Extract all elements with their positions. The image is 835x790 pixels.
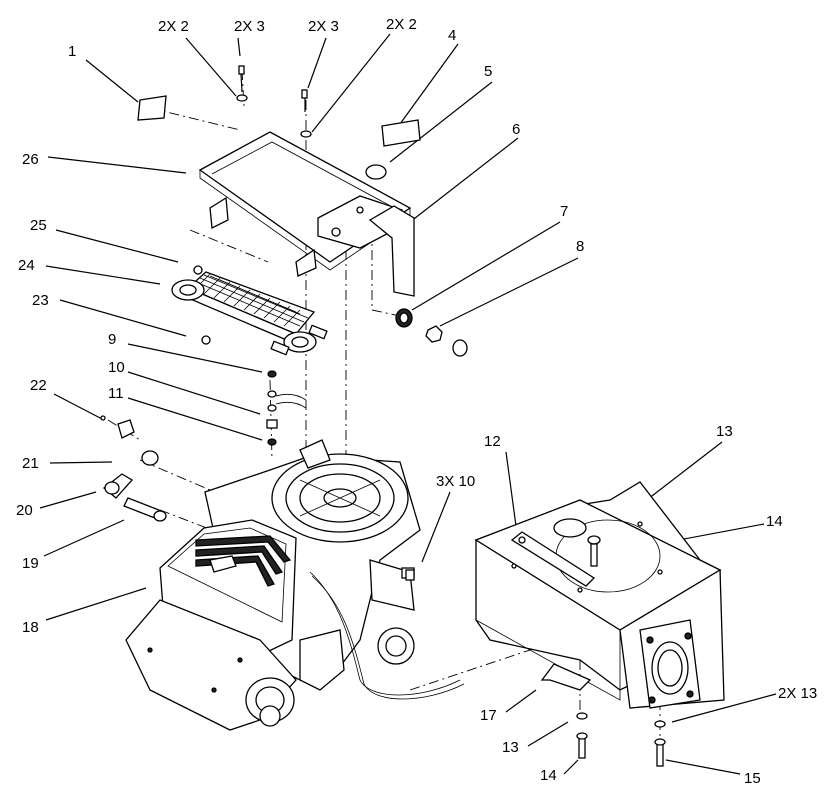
screws-top <box>236 65 312 138</box>
callout-4: 4 <box>448 27 456 44</box>
callout-24: 24 <box>18 257 35 274</box>
callout-21: 21 <box>22 455 39 472</box>
callout-13-bottom: 13 <box>502 739 519 756</box>
callout-23: 23 <box>32 292 49 309</box>
callout-3x10: 3X 10 <box>436 473 475 490</box>
callout-26: 26 <box>22 151 39 168</box>
nut-8 <box>425 325 468 357</box>
knob-5 <box>365 164 387 180</box>
callout-12: 12 <box>484 433 501 450</box>
decal-1 <box>137 95 167 121</box>
cooler-fins <box>193 273 301 327</box>
callout-19: 19 <box>22 555 39 572</box>
frame-12 <box>474 481 725 709</box>
callout-14-bottom: 14 <box>540 767 557 784</box>
callout-7: 7 <box>560 203 568 220</box>
callout-10: 10 <box>108 359 125 376</box>
callout-2x3-left: 2X 3 <box>234 18 265 35</box>
fastener-stack-9-11 <box>266 370 307 446</box>
callout-9: 9 <box>108 331 116 348</box>
callout-25: 25 <box>30 217 47 234</box>
bolts-3x10 <box>405 569 415 581</box>
callout-11: 11 <box>108 385 124 402</box>
callout-20: 20 <box>16 502 33 519</box>
callout-2x2-left: 2X 2 <box>158 18 189 35</box>
callout-2x13: 2X 13 <box>778 685 817 702</box>
oil-cooler-24 <box>171 265 328 356</box>
decal-4 <box>381 119 421 147</box>
callout-22: 22 <box>30 377 47 394</box>
callout-labels: 1 2X 2 2X 3 2X 3 2X 2 4 5 6 7 8 26 25 24… <box>16 16 817 787</box>
callout-1: 1 <box>68 43 76 60</box>
callout-17: 17 <box>480 707 497 724</box>
callout-6: 6 <box>512 121 520 138</box>
callout-5: 5 <box>484 63 492 80</box>
callout-15: 15 <box>744 770 761 787</box>
callout-2x3-right: 2X 3 <box>308 18 339 35</box>
callout-14-right: 14 <box>766 513 783 530</box>
fittings-20-22 <box>100 415 167 522</box>
callout-2x2-right: 2X 2 <box>386 16 417 33</box>
callout-18: 18 <box>22 619 39 636</box>
callout-8: 8 <box>576 238 584 255</box>
engine-18 <box>125 439 465 731</box>
bracket-26 <box>198 131 415 297</box>
callout-13-top: 13 <box>716 423 733 440</box>
hardware-13-15 <box>540 535 666 767</box>
